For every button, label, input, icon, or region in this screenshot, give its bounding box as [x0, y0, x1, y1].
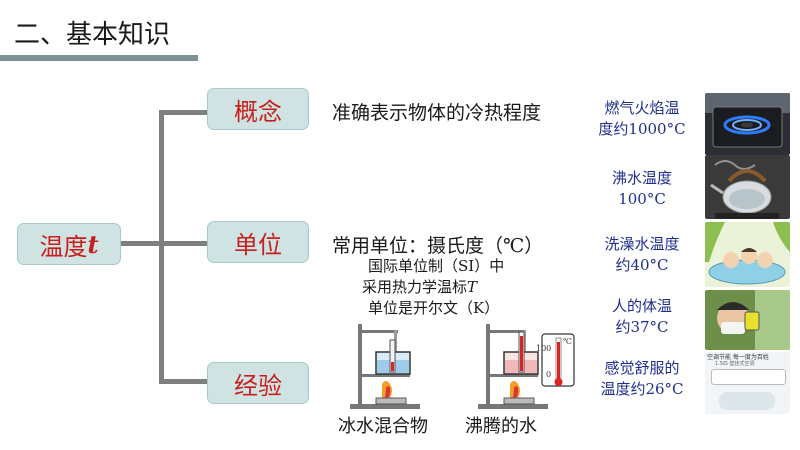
boiling-kettle-icon: [705, 155, 790, 219]
fact-body-temperature: 人的体温 约37°C: [596, 296, 688, 338]
ac-family: [719, 392, 775, 410]
connector-unit: [159, 241, 207, 246]
fact-bath-water-value: 40°C: [630, 256, 669, 274]
fact-gas-flame: 燃气火焰温 度约1000°C: [596, 98, 688, 140]
branch-experience-label: 经验: [234, 371, 282, 400]
root-variable: t: [87, 229, 99, 259]
branch-experience: 经验: [207, 362, 309, 404]
ac-unit: [711, 369, 786, 385]
branch-concept: 概念: [207, 88, 309, 130]
connector-concept: [159, 110, 207, 115]
fact-boiling-water-value: 100°C: [618, 190, 666, 208]
ac-ad-line1: 空调节能 每一度为百姓: [707, 354, 769, 361]
branch-concept-label: 概念: [234, 97, 282, 126]
unit-si-line2: 采用热力学温标T: [362, 276, 477, 297]
fact-body-temperature-value: 37°C: [630, 318, 669, 336]
fact-body-temperature-line1: 人的体温: [611, 297, 672, 315]
page-title: 二、基本知识: [14, 20, 171, 50]
title-underline: [0, 55, 198, 61]
caption-boiling-water: 沸腾的水: [465, 416, 537, 437]
fact-comfortable-line1: 感觉舒服的: [604, 359, 680, 377]
caption-ice-water: 冰水混合物: [338, 416, 428, 437]
fact-gas-flame-line2: 度约1000°C: [596, 119, 688, 140]
connector-experience: [159, 379, 207, 384]
fact-gas-flame-line1: 燃气火焰温: [604, 99, 680, 117]
fact-gas-flame-line2-text: 度约: [598, 120, 629, 138]
branch-unit: 单位: [207, 221, 309, 263]
connector-root: [121, 241, 163, 246]
unit-si-line3: 单位是开尔文（K）: [368, 299, 500, 317]
body-temperature-icon: [705, 290, 790, 350]
fact-comfortable-line2: 温度约26°C: [596, 379, 688, 400]
root-label: 温度: [39, 232, 88, 261]
ac-ad-line2: 1.5匹 壁挂式空调: [715, 361, 755, 367]
concept-text: 准确表示物体的冷热程度: [332, 102, 542, 124]
ice-water-apparatus-icon: [350, 324, 420, 409]
bathing-icon: [705, 222, 790, 287]
gas-flame-icon: [705, 93, 790, 155]
air-conditioner-icon: 空调节能 每一度为百姓 1.5匹 壁挂式空调: [705, 352, 790, 414]
fact-body-temperature-line2-text: 约: [615, 318, 631, 336]
unit-common: 常用单位：摄氏度（℃）: [332, 235, 544, 257]
unit-si-symbol: T: [467, 278, 478, 296]
boiling-water-apparatus-icon: [478, 324, 575, 409]
fact-bath-water-line2-text: 约: [615, 256, 631, 274]
fact-body-temperature-line2: 约37°C: [596, 317, 688, 338]
connector-vertical: [159, 110, 164, 384]
fact-bath-water-line1: 洗澡水温度: [604, 235, 680, 253]
fact-boiling-water-line2: 100°C: [596, 189, 688, 210]
unit-si-line1: 国际单位制（SI）中: [368, 257, 505, 275]
fact-boiling-water: 沸水温度 100°C: [596, 168, 688, 210]
thermometer-unit: ℃: [563, 337, 572, 346]
fact-comfortable-value: 26°C: [645, 380, 684, 398]
thermometer-top-label: 100: [536, 344, 552, 353]
unit-si-line2-text: 采用热力学温标: [362, 278, 468, 296]
branch-unit-label: 单位: [234, 230, 282, 259]
fact-bath-water-line2: 约40°C: [596, 255, 688, 276]
fact-comfortable: 感觉舒服的 温度约26°C: [596, 358, 688, 400]
fact-boiling-water-line1: 沸水温度: [611, 169, 672, 187]
fact-comfortable-line2-text: 温度约: [600, 380, 646, 398]
fact-bath-water: 洗澡水温度 约40°C: [596, 234, 688, 276]
fact-gas-flame-value: 1000°C: [628, 120, 686, 138]
thermometer-bottom-label: 0: [546, 370, 552, 379]
